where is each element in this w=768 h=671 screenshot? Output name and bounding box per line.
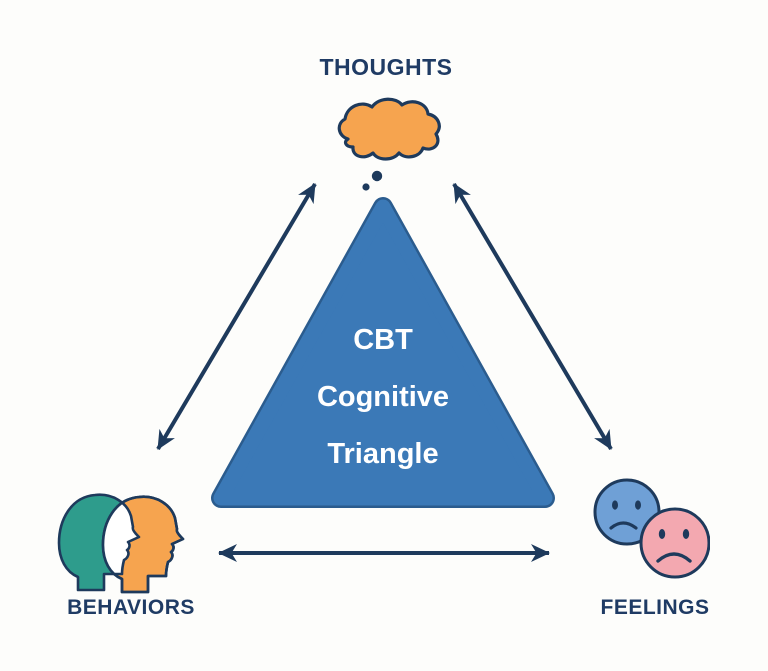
feelings-label: FEELINGS <box>600 596 710 619</box>
blue-face-right-eye <box>635 500 641 510</box>
thought-dot-large <box>371 170 383 182</box>
pink-face-frown <box>656 552 692 563</box>
cloud-shape <box>337 97 441 161</box>
thought-dot-small <box>362 183 370 191</box>
arrow-thoughts-behaviors <box>156 182 317 451</box>
pink-face-left-eye <box>658 529 666 539</box>
triangle-title-line-1: CBT <box>353 324 413 356</box>
triangle-title-line-3: Triangle <box>327 438 439 470</box>
behaviors-label: BEHAVIORS <box>67 596 195 619</box>
arrow-thoughts-feelings <box>452 182 613 451</box>
thoughts-label: THOUGHTS <box>319 54 453 80</box>
pink-face-right-eye <box>682 529 690 539</box>
sad-face-pink <box>639 507 710 579</box>
blue-face-left-eye <box>612 500 618 510</box>
blue-face-frown <box>609 521 638 530</box>
triangle-title-line-2: Cognitive <box>316 381 450 413</box>
triangle-title: CBT Cognitive Triangle <box>317 312 449 483</box>
overlapping-heads-icon <box>57 493 185 594</box>
sad-faces-icon <box>593 478 710 579</box>
thought-cloud-icon <box>337 97 441 191</box>
